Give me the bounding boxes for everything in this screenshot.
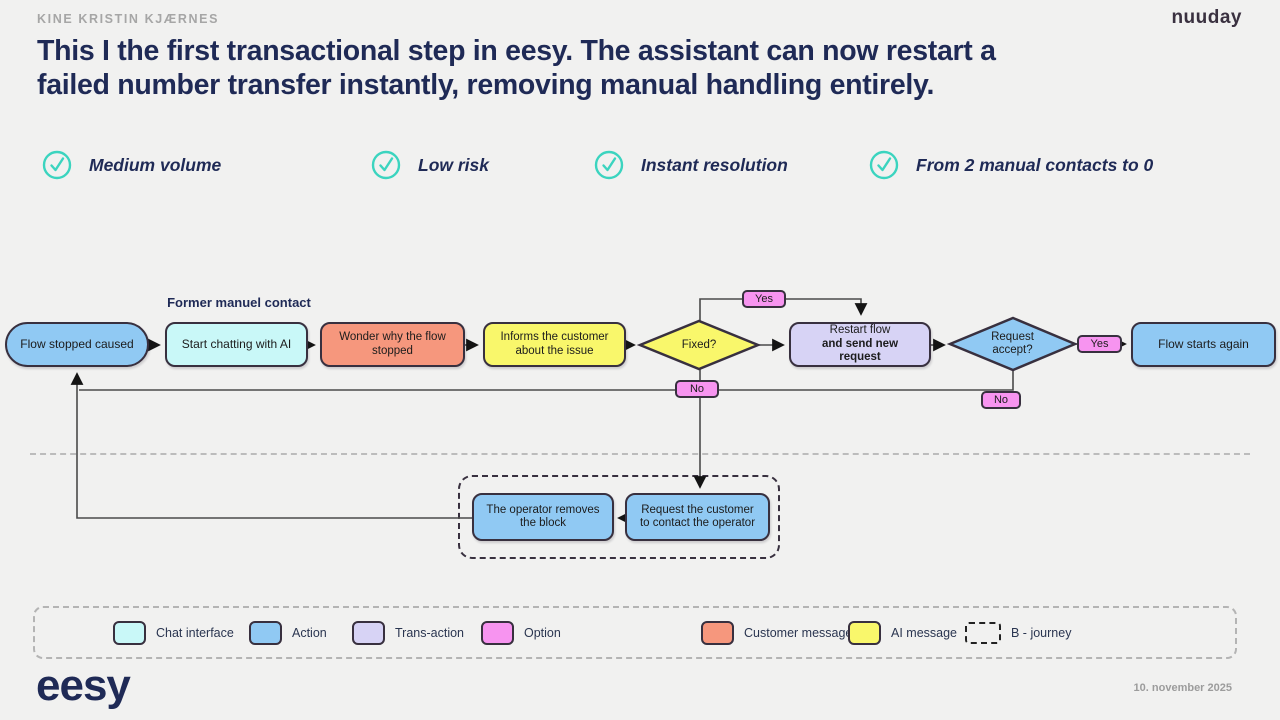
highlight-label: Instant resolution bbox=[641, 154, 788, 175]
nuuday-logo: nuuday bbox=[1171, 7, 1242, 28]
trans-action-swatch bbox=[352, 620, 385, 645]
legend-item-option: Option bbox=[481, 620, 561, 645]
highlight-label: Medium volume bbox=[89, 154, 222, 175]
slide-date: 10. november 2025 bbox=[1133, 682, 1232, 694]
highlight-low-risk: Low risk bbox=[371, 150, 489, 180]
chip-yes-accept: Yes bbox=[1077, 335, 1122, 353]
legend-label: AI message bbox=[891, 625, 958, 640]
highlight-label: Low risk bbox=[418, 154, 489, 175]
legend-item-trans-action: Trans-action bbox=[352, 620, 465, 645]
legend-label: Chat interface bbox=[156, 625, 234, 640]
chip-yes-fixed: Yes bbox=[742, 290, 786, 308]
line-accept-no bbox=[79, 370, 1014, 391]
restart-flow-text: Restart flow bbox=[829, 324, 891, 337]
legend-item-ai-message: AI message bbox=[848, 620, 958, 645]
legend-label: Option bbox=[524, 625, 561, 640]
highlight-manual-contacts: From 2 manual contacts to 0 bbox=[869, 150, 1153, 180]
chip-no-fixed: No bbox=[675, 380, 719, 398]
legend-label: Action bbox=[292, 625, 327, 640]
check-circle-icon bbox=[869, 150, 899, 180]
page-title: This I the first transactional step in e… bbox=[37, 34, 996, 102]
fixed-decision-diamond bbox=[636, 319, 762, 371]
request-accept-decision-diamond bbox=[946, 316, 1079, 372]
node-restart-flow: Restart flow and send new request bbox=[789, 322, 931, 367]
title-line-1: This I the first transactional step in e… bbox=[37, 35, 996, 67]
author-name: KINE KRISTIN KJÆRNES bbox=[37, 12, 220, 26]
legend-label: Customer message bbox=[744, 625, 853, 640]
check-circle-icon bbox=[594, 150, 624, 180]
arrow-return-to-start bbox=[70, 372, 472, 519]
highlight-medium-volume: Medium volume bbox=[42, 150, 221, 180]
node-wonder-why: Wonder why the flow stopped bbox=[320, 322, 465, 367]
legend-item-customer-message: Customer message bbox=[701, 620, 853, 645]
chip-no-accept: No bbox=[981, 391, 1021, 409]
legend-item-action: Action bbox=[249, 620, 327, 645]
fixed-decision-label: Fixed? bbox=[681, 338, 717, 351]
node-informs-customer: Informs the customer about the issue bbox=[483, 322, 626, 367]
highlight-instant-resolution: Instant resolution bbox=[594, 150, 788, 180]
node-operator-removes-block: The operator removes the block bbox=[472, 493, 614, 541]
node-flow-stopped: Flow stopped caused bbox=[5, 322, 149, 367]
node-start-chatting: Start chatting with AI bbox=[165, 322, 308, 367]
former-manual-contact-label: Former manuel contact bbox=[167, 295, 311, 310]
section-divider bbox=[30, 453, 1250, 455]
request-accept-decision-label: Request accept? bbox=[991, 331, 1034, 356]
check-circle-icon bbox=[42, 150, 72, 180]
ai-message-swatch bbox=[848, 620, 881, 645]
legend-label: B - journey bbox=[1011, 625, 1072, 640]
option-swatch bbox=[481, 620, 514, 645]
action-swatch bbox=[249, 620, 282, 645]
legend-item-chat-interface: Chat interface bbox=[113, 620, 234, 645]
b-journey-swatch bbox=[965, 621, 1001, 644]
node-request-customer-contact: Request the customer to contact the oper… bbox=[625, 493, 770, 541]
legend: Chat interface Action Trans-action Optio… bbox=[33, 606, 1237, 659]
eesy-logo: eesy bbox=[36, 661, 131, 710]
legend-label: Trans-action bbox=[395, 625, 465, 640]
check-circle-icon bbox=[371, 150, 401, 180]
highlight-label: From 2 manual contacts to 0 bbox=[916, 154, 1154, 175]
send-new-request-text: and send new request bbox=[821, 337, 899, 364]
customer-message-swatch bbox=[701, 620, 734, 645]
node-flow-starts-again: Flow starts again bbox=[1131, 322, 1276, 367]
chat-interface-swatch bbox=[113, 620, 146, 645]
title-line-2: failed number transfer instantly, removi… bbox=[37, 69, 935, 101]
legend-item-b-journey: B - journey bbox=[965, 621, 1072, 644]
